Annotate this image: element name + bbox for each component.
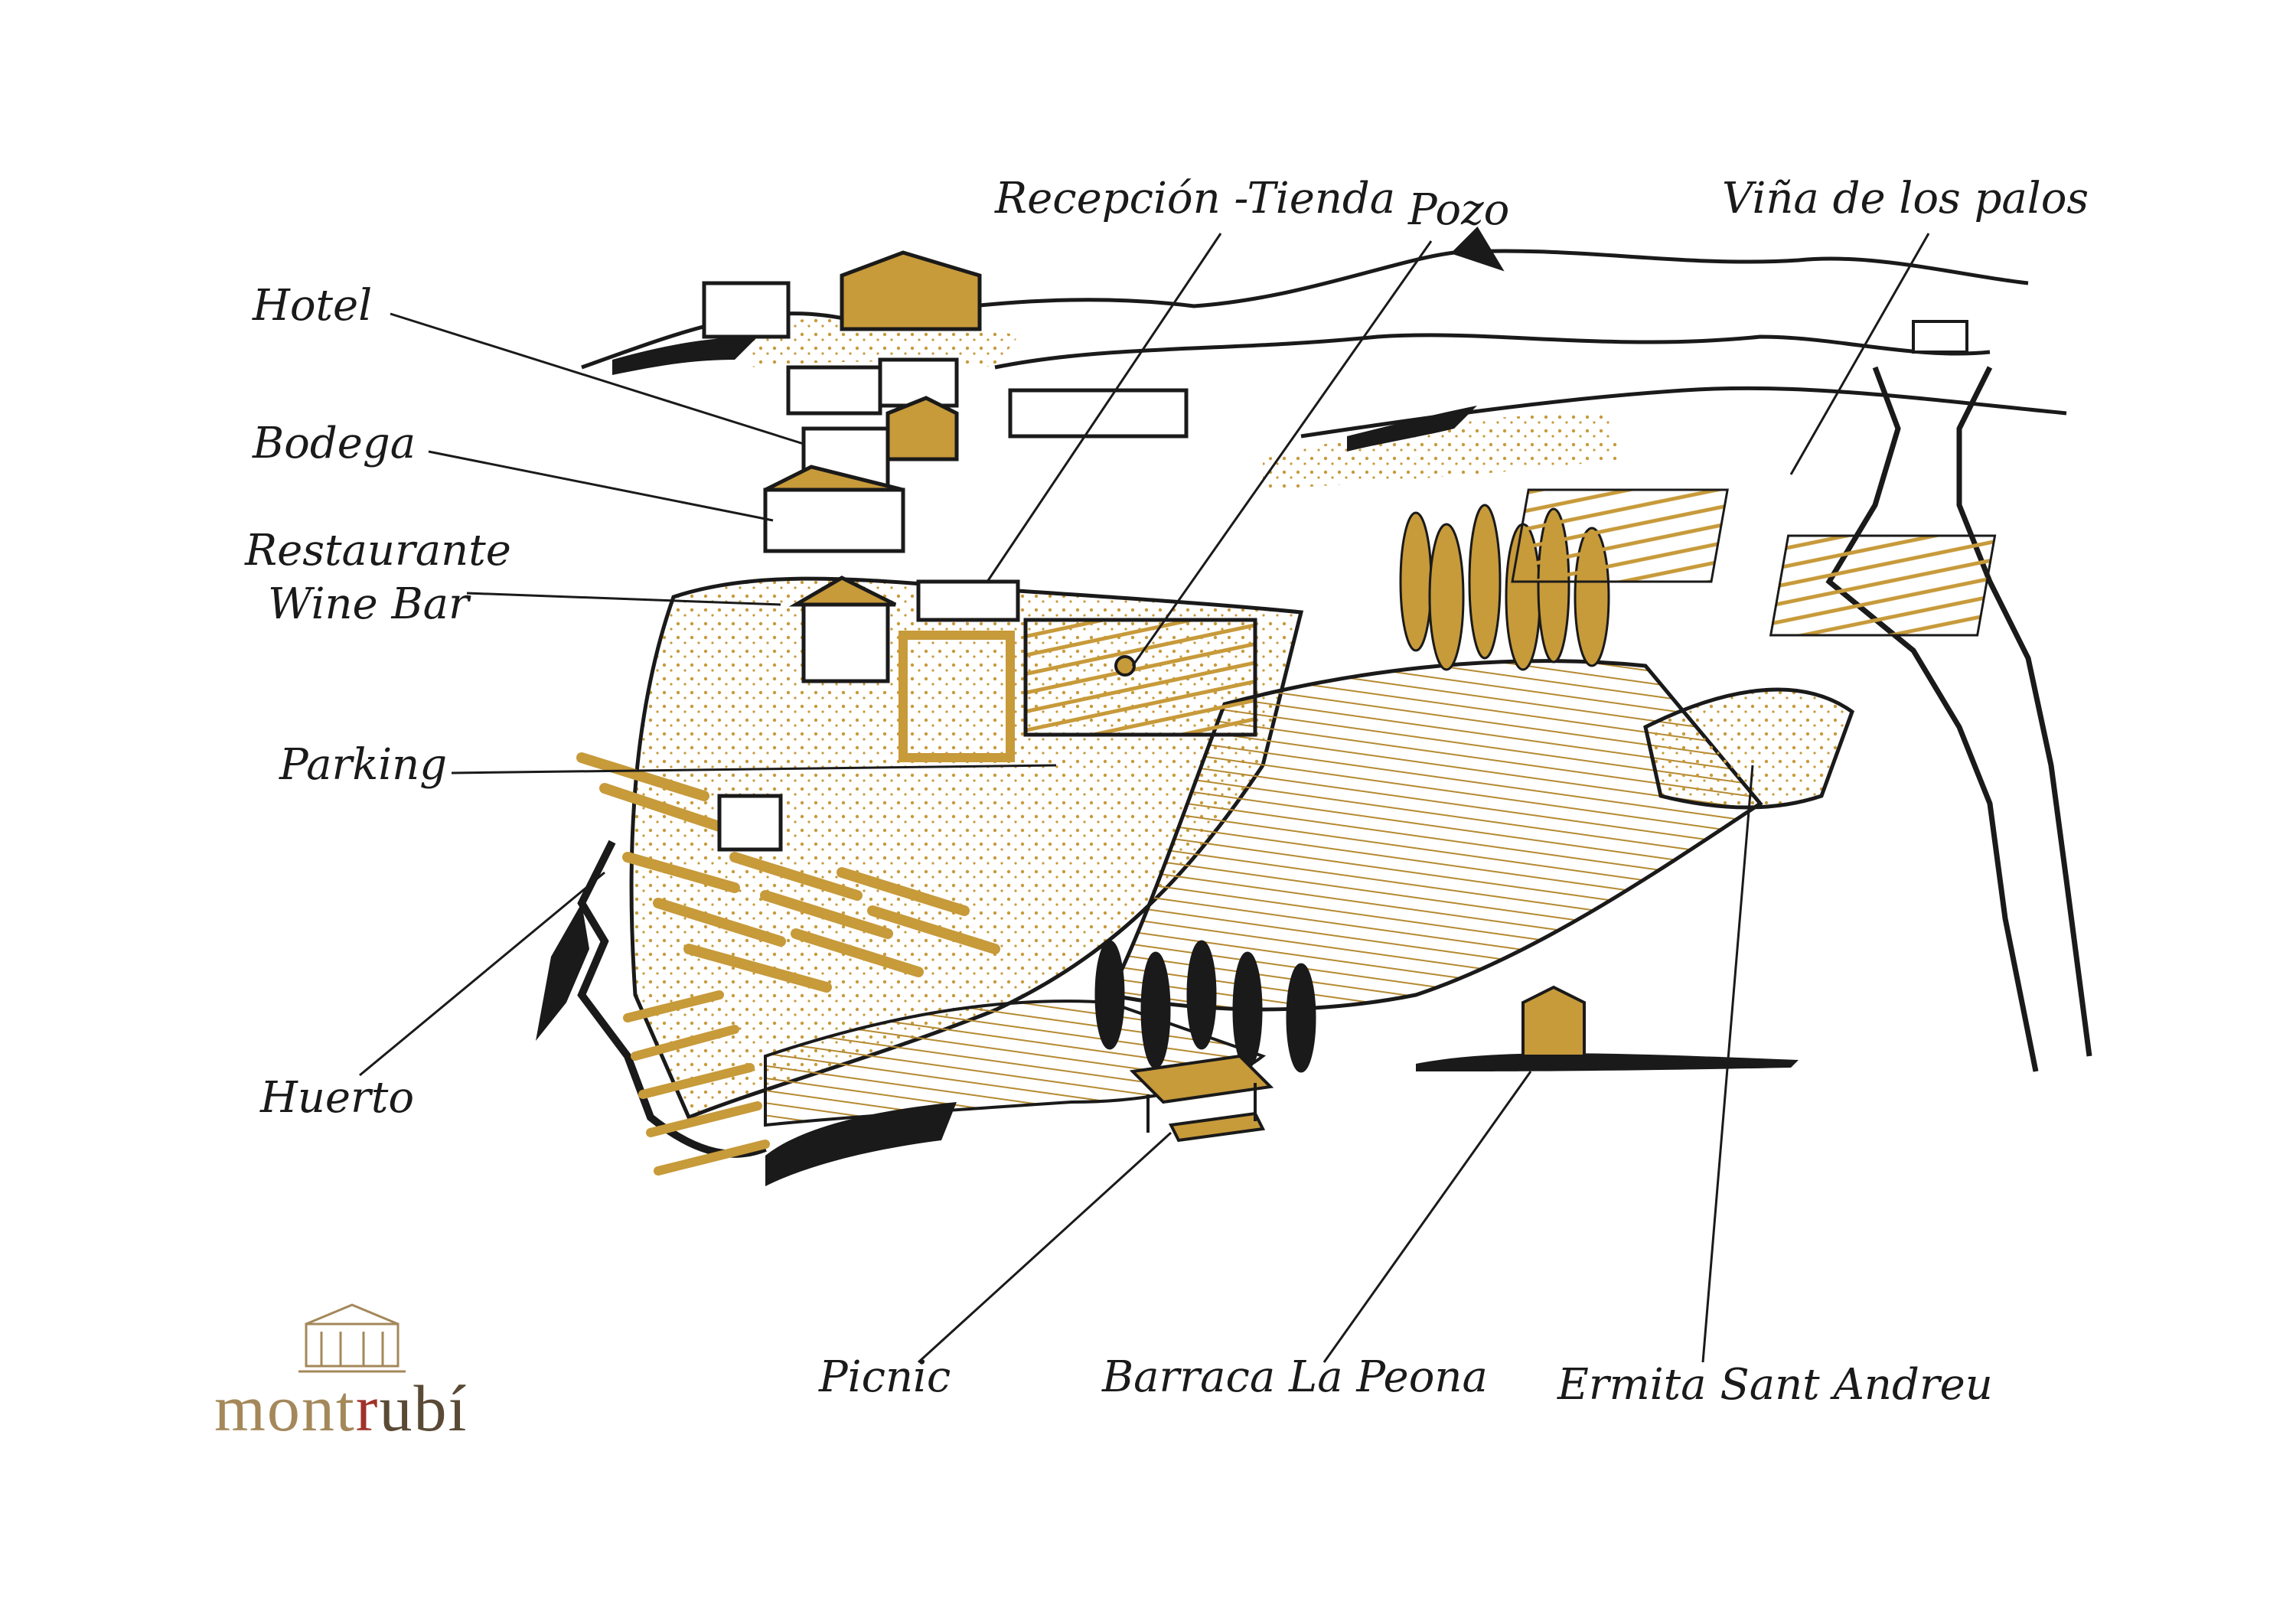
right-road: [1825, 366, 2039, 1072]
label-hotel: Hotel: [253, 281, 373, 331]
leader-lines: [359, 233, 1930, 1364]
label-recepcion-tienda: Recepción -Tienda: [995, 174, 1396, 223]
ermita-sant-andreu-area: [1643, 687, 1854, 810]
cliff-shadow: [536, 903, 589, 1041]
label-wine-bar: Wine Bar: [268, 579, 469, 629]
vina-de-los-palos-vineyard: [1511, 488, 1997, 637]
montrubi-logo-emblem: [298, 1303, 406, 1373]
plateau-vineyard: [576, 752, 1000, 993]
lower-ledge: [765, 1102, 957, 1186]
terraced-fields: [1107, 659, 1763, 1012]
logo-part-r: r: [355, 1371, 380, 1445]
label-picnic: Picnic: [819, 1352, 951, 1402]
logo-part-ubi: ubí: [379, 1371, 468, 1445]
right-road-edge: [1956, 366, 2092, 1057]
label-huerto: Huerto: [260, 1073, 415, 1123]
hill-shadow: [612, 337, 758, 375]
label-pozo: Pozo: [1408, 185, 1510, 235]
logo-part-mont: mont: [214, 1371, 356, 1445]
barraca-ledge: [1416, 1053, 1799, 1071]
label-ermita-sant-andreu: Ermita Sant Andreu: [1557, 1360, 1993, 1410]
well-marker: [1114, 655, 1136, 677]
building-cluster: [702, 250, 1257, 852]
montrubi-logo-wordmark: montrubí: [214, 1370, 468, 1446]
distant-house: [1912, 320, 1968, 354]
picnic-table: [1129, 1054, 1274, 1143]
cypress-grove: [1094, 504, 1610, 1073]
label-parking: Parking: [279, 740, 448, 790]
lower-vineyard: [623, 990, 770, 1176]
hill-patch: [1263, 413, 1623, 490]
label-vina-de-los-palos: Viña de los palos: [1722, 174, 2089, 223]
hill-shadow: [1347, 406, 1477, 452]
barraca-la-peona-hut: [1521, 985, 1586, 1058]
label-barraca-la-peona: Barraca La Peona: [1102, 1352, 1488, 1402]
label-bodega: Bodega: [253, 419, 416, 468]
label-restaurante: Restaurante: [245, 526, 511, 576]
